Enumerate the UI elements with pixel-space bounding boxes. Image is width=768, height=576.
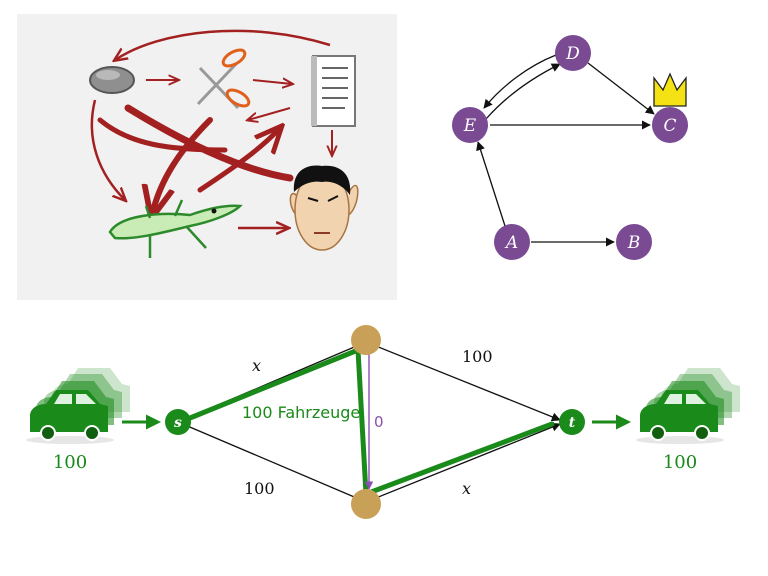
edge-label-top-left: x [252,356,261,375]
graph-node-a: A [494,224,530,260]
stone-highlight [96,70,120,80]
graph-node-label: D [565,44,580,64]
flow-label: 100 Fahrzeuge [242,403,360,422]
paper-icon [311,55,356,127]
sketch-cross-stroke [97,117,228,153]
car-icon [640,390,718,441]
sketch-arrow [115,29,331,60]
graph-edge-d-c [587,62,655,115]
sketch-arrow [90,99,125,200]
directed-graph: D E C A B [452,35,688,260]
network-node-sink: t [559,409,585,435]
graph-node-label: B [627,233,641,253]
edge-label-bottom-right: x [462,479,471,498]
sketch-arrow [252,80,292,84]
network-edge-s-bottom [177,421,367,503]
sketch-cross-stroke [152,117,213,215]
sketch-cross-stroke [197,128,280,193]
sketch-illustration [17,14,397,300]
source-label: s [174,415,182,431]
graph-node-d: D [555,35,591,71]
scissors-icon [196,48,251,110]
face-icon [289,165,359,251]
graph-edge-e-d [485,63,561,120]
edge-label-top-right: 100 [462,347,493,366]
graph-node-e: E [452,107,488,143]
graph-node-label: A [504,233,518,253]
network-edge-bottom-t [365,422,561,503]
car-group-right: 100 [636,368,740,473]
car-group-left: 100 [26,368,130,473]
network-node-bottom [351,489,381,519]
graph-node-label: E [463,116,477,136]
network-node-source: s [165,409,191,435]
edge-label-middle: 0 [374,413,384,431]
car-count-in: 100 [53,452,87,473]
graph-node-label: C [663,116,676,136]
crown-icon [653,72,687,107]
car-icon [30,390,108,441]
edge-label-bottom-left: 100 [244,479,275,498]
traffic-network: s t x 100 100 x 0 100 Fahrzeuge [26,325,740,519]
network-node-top [351,325,381,355]
lizard-icon [108,199,243,258]
sink-label: t [569,415,576,431]
graph-edge-d-e [483,54,557,109]
sketch-arrow [248,107,291,120]
flow-path [187,347,555,497]
graph-edge-a-e [476,141,506,227]
graph-node-b: B [616,224,652,260]
car-count-out: 100 [663,452,697,473]
graph-node-c: C [652,107,688,143]
network-edge-top-t [365,341,561,422]
